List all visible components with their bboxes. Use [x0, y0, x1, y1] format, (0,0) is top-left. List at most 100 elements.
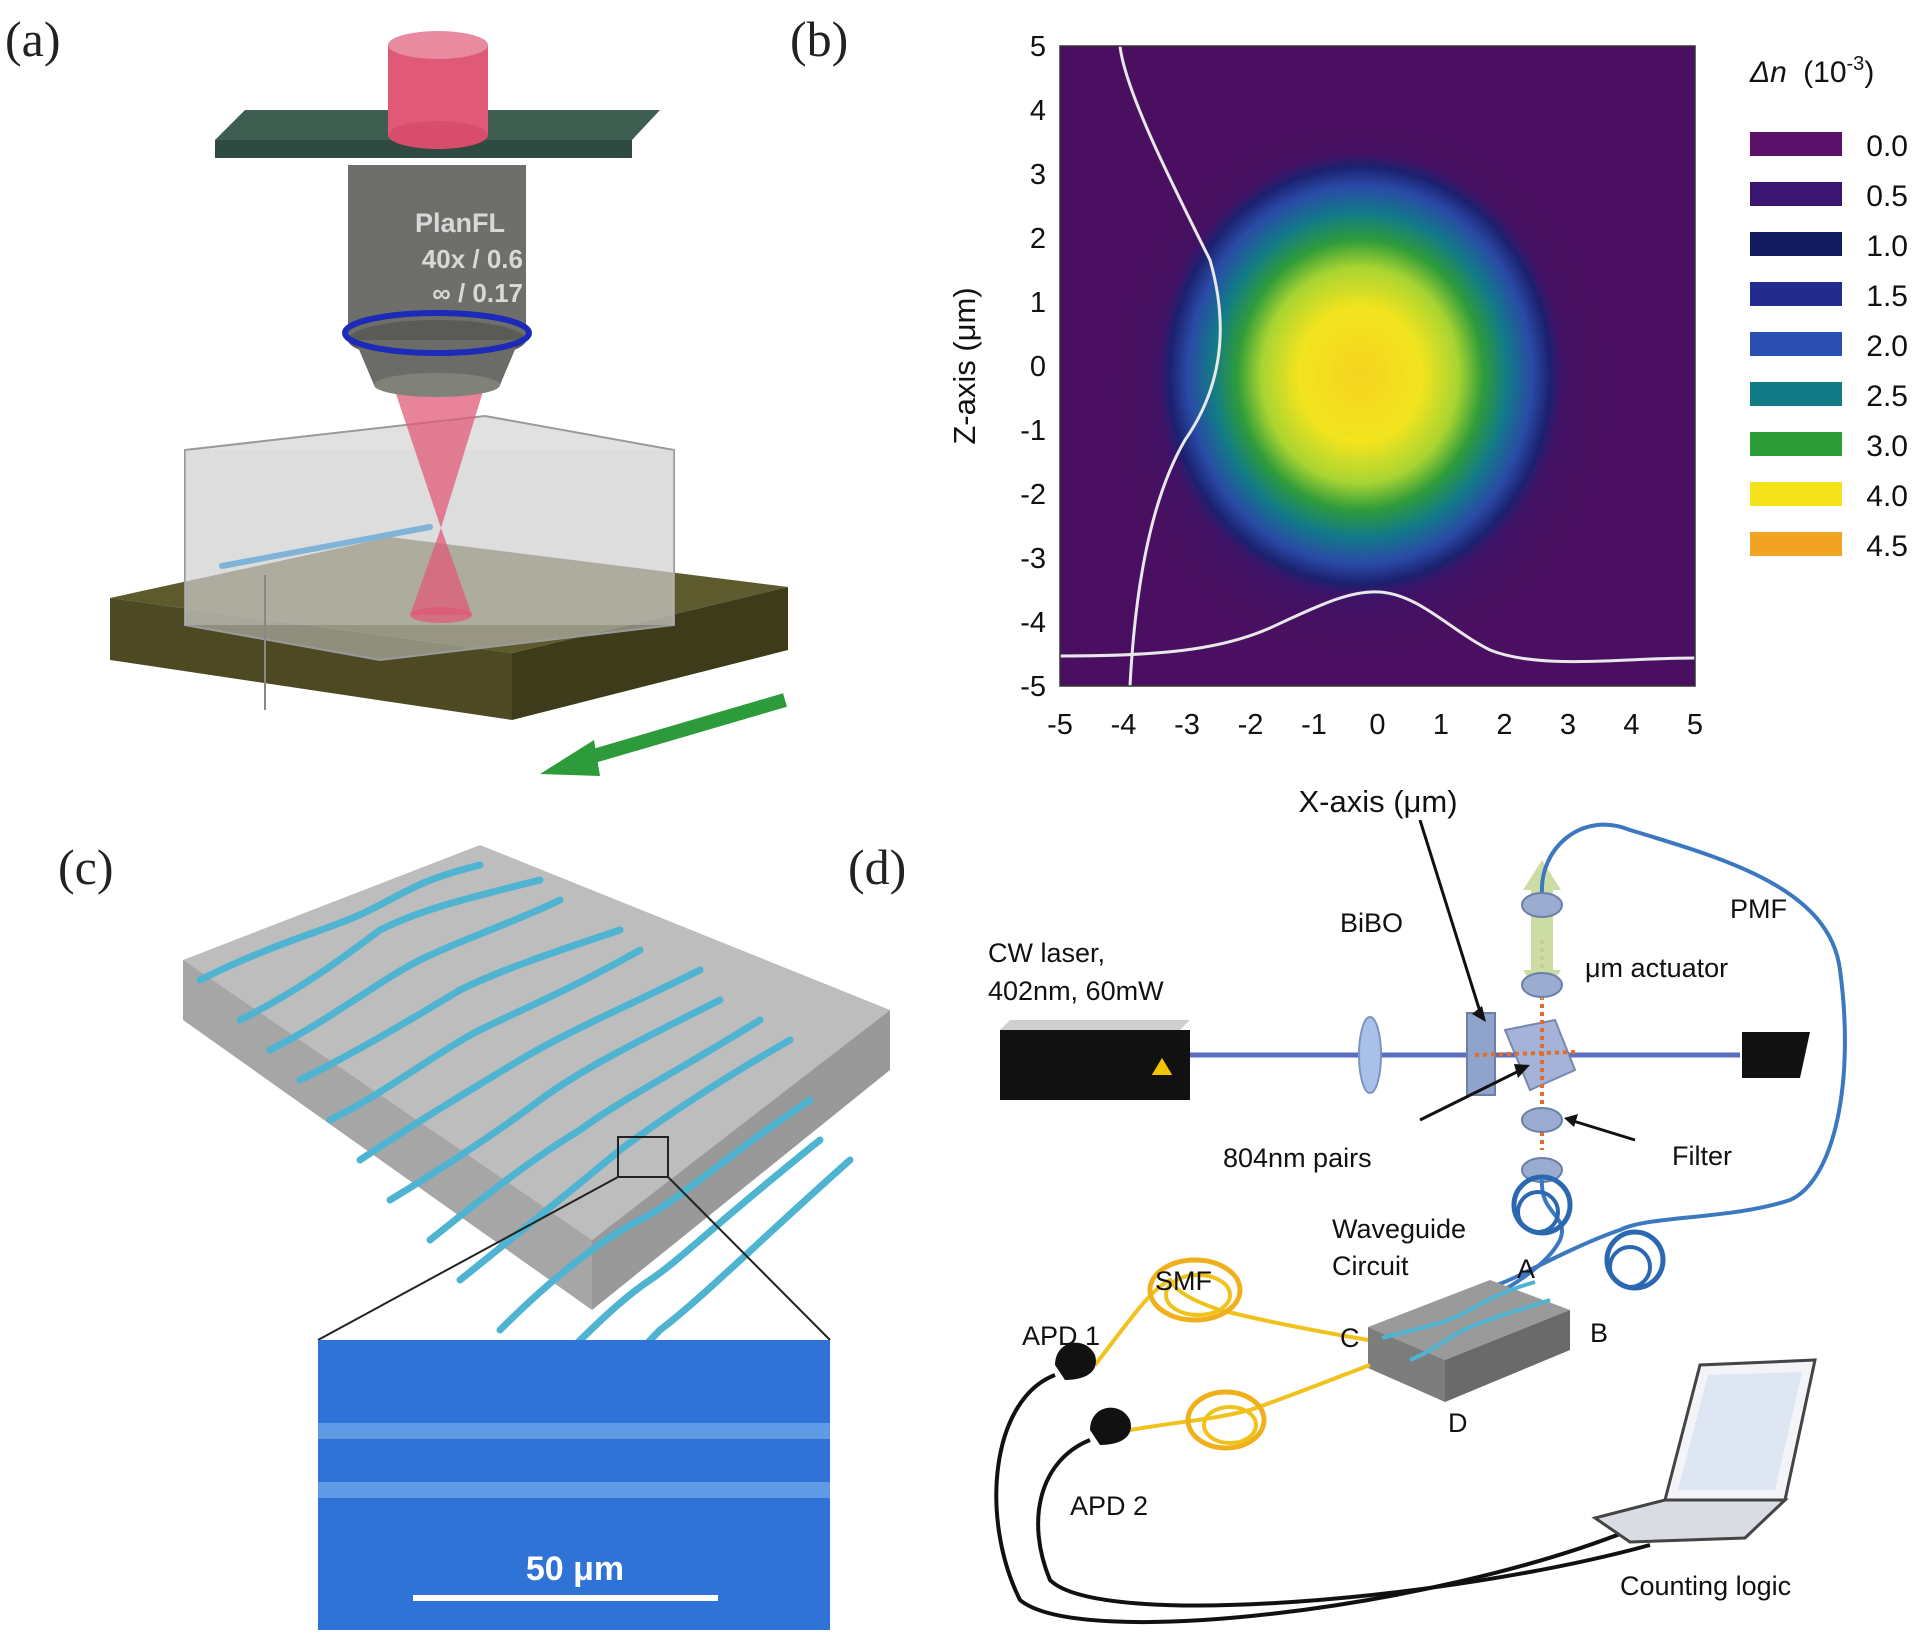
x-tick-label: 5 — [1687, 709, 1703, 741]
x-tick-label: 4 — [1623, 709, 1639, 741]
cable-2 — [1036, 1438, 1651, 1608]
smf-coil-1 — [1147, 1257, 1243, 1323]
legend-swatch — [1750, 182, 1842, 206]
y-tick-label: -3 — [1020, 543, 1046, 575]
y-tick-label: 1 — [1030, 287, 1046, 319]
pair-path-h — [1474, 1050, 1576, 1057]
laser-beam-lower — [410, 528, 472, 615]
laser-input-top — [388, 31, 488, 59]
heat-core — [1155, 150, 1565, 600]
chip-top-d — [1368, 1280, 1570, 1360]
pairs-pointer-head — [1514, 1064, 1530, 1078]
y-tick-label: 3 — [1030, 159, 1046, 191]
legend-title-unit: (10 — [1803, 56, 1846, 89]
legend-value: 0.5 — [1866, 180, 1908, 213]
laser-beam-bottom — [410, 607, 472, 623]
bibo-label: BiBO — [1340, 908, 1403, 938]
objective-line-2: 40x / 0.6 — [422, 244, 523, 274]
filter-pointer — [1569, 1118, 1636, 1142]
laptop-screen-inner — [1678, 1372, 1802, 1490]
panel-label-b: (b) — [790, 11, 849, 67]
objective-ring — [342, 310, 532, 356]
laptop-base — [1591, 1498, 1789, 1544]
legend-value: 3.0 — [1866, 430, 1908, 463]
stage-side — [512, 587, 788, 720]
port-d-label: D — [1448, 1408, 1468, 1438]
port-b-label: B — [1590, 1318, 1608, 1348]
apd-1 — [1055, 1342, 1096, 1380]
legend-value: 2.5 — [1866, 380, 1908, 413]
chip-front-right — [592, 1010, 890, 1310]
x-tick-label: -1 — [1301, 709, 1327, 741]
legend-swatch — [1750, 232, 1842, 256]
y-tick-label: -2 — [1020, 479, 1046, 511]
motion-arrow — [578, 693, 787, 767]
fiber-coil-4 — [1608, 1245, 1652, 1289]
legend-value: 2.0 — [1866, 330, 1908, 363]
legend-swatch — [1750, 482, 1842, 506]
beam-dump — [1742, 1032, 1810, 1078]
y-tick-label: 4 — [1030, 95, 1046, 127]
y-tick-label: 2 — [1030, 223, 1046, 255]
chip-waveguide-1 — [1381, 1280, 1536, 1340]
zoom-line-right — [667, 1176, 831, 1341]
legend-title-exp: -3 — [1847, 53, 1865, 75]
waveguide-array — [196, 861, 854, 1444]
legend-title-close: ) — [1864, 56, 1874, 89]
y-tick-label: -5 — [1020, 671, 1046, 703]
apd1-label: APD 1 — [1022, 1321, 1100, 1351]
smf-coil-1b — [1164, 1273, 1232, 1317]
x-axis-label: X-axis (μm) — [1298, 784, 1457, 819]
written-waveguide — [219, 524, 433, 569]
objective-line-1: PlanFL — [415, 208, 505, 238]
panel-c-illustration: 50 μm — [183, 845, 890, 1630]
zoom-line-left — [317, 1176, 619, 1341]
y-axis-label: Z-axis (μm) — [947, 287, 982, 444]
chip-front-left — [183, 960, 592, 1310]
counting-label: Counting logic — [1620, 1571, 1791, 1601]
chip-side-d — [1445, 1310, 1570, 1402]
smf-coil-2b — [1202, 1405, 1258, 1445]
x-tick-label: 1 — [1433, 709, 1449, 741]
laser-input-bottom — [388, 121, 488, 149]
smf-label: SMF — [1155, 1266, 1212, 1296]
x-tick-label: -2 — [1238, 709, 1264, 741]
micrograph-guide-1 — [318, 1423, 830, 1439]
x-tick-label: 2 — [1496, 709, 1512, 741]
laser-warning-icon — [1148, 1054, 1176, 1077]
actuator-label: μm actuator — [1585, 953, 1728, 983]
laser-box-top — [1000, 1020, 1190, 1030]
x-tick-label: -3 — [1174, 709, 1200, 741]
laser-input-beam — [388, 45, 488, 135]
legend-title-symbol: Δn — [1749, 56, 1787, 89]
filter-optic — [1521, 1107, 1563, 1133]
legend-swatch — [1750, 132, 1842, 156]
legend-value: 0.0 — [1866, 130, 1908, 163]
plot-frame — [1059, 45, 1696, 687]
objective-nose-tip — [374, 373, 500, 397]
x-tick-label: 3 — [1560, 709, 1576, 741]
objective-line-3: ∞ / 0.17 — [432, 278, 523, 308]
panel-label-c: (c) — [58, 839, 114, 895]
motion-arrow-head — [540, 740, 600, 776]
legend-value: 1.5 — [1866, 280, 1908, 313]
laser-beam-upper — [393, 385, 485, 528]
pairs-label: 804nm pairs — [1223, 1143, 1372, 1173]
apd2-label: APD 2 — [1070, 1491, 1148, 1521]
x-tick-label: 0 — [1369, 709, 1385, 741]
legend-value: 1.0 — [1866, 230, 1908, 263]
lens — [1358, 1016, 1382, 1094]
glass-front — [185, 450, 674, 625]
coupler-top-1 — [1521, 892, 1563, 918]
legend-swatch — [1750, 282, 1842, 306]
wg-label-2: Circuit — [1332, 1251, 1409, 1281]
colorbar-legend: 0.00.51.01.52.02.53.04.04.5 — [1750, 130, 1908, 563]
laser-label-1: CW laser, — [988, 938, 1105, 968]
panel-a-illustration: PlanFL 40x / 0.6 ∞ / 0.17 — [110, 31, 788, 776]
laser-label-2: 402nm, 60mW — [988, 976, 1164, 1006]
chip-front-d — [1368, 1327, 1445, 1402]
legend-swatch — [1750, 432, 1842, 456]
panel-label-a: (a) — [5, 11, 61, 67]
